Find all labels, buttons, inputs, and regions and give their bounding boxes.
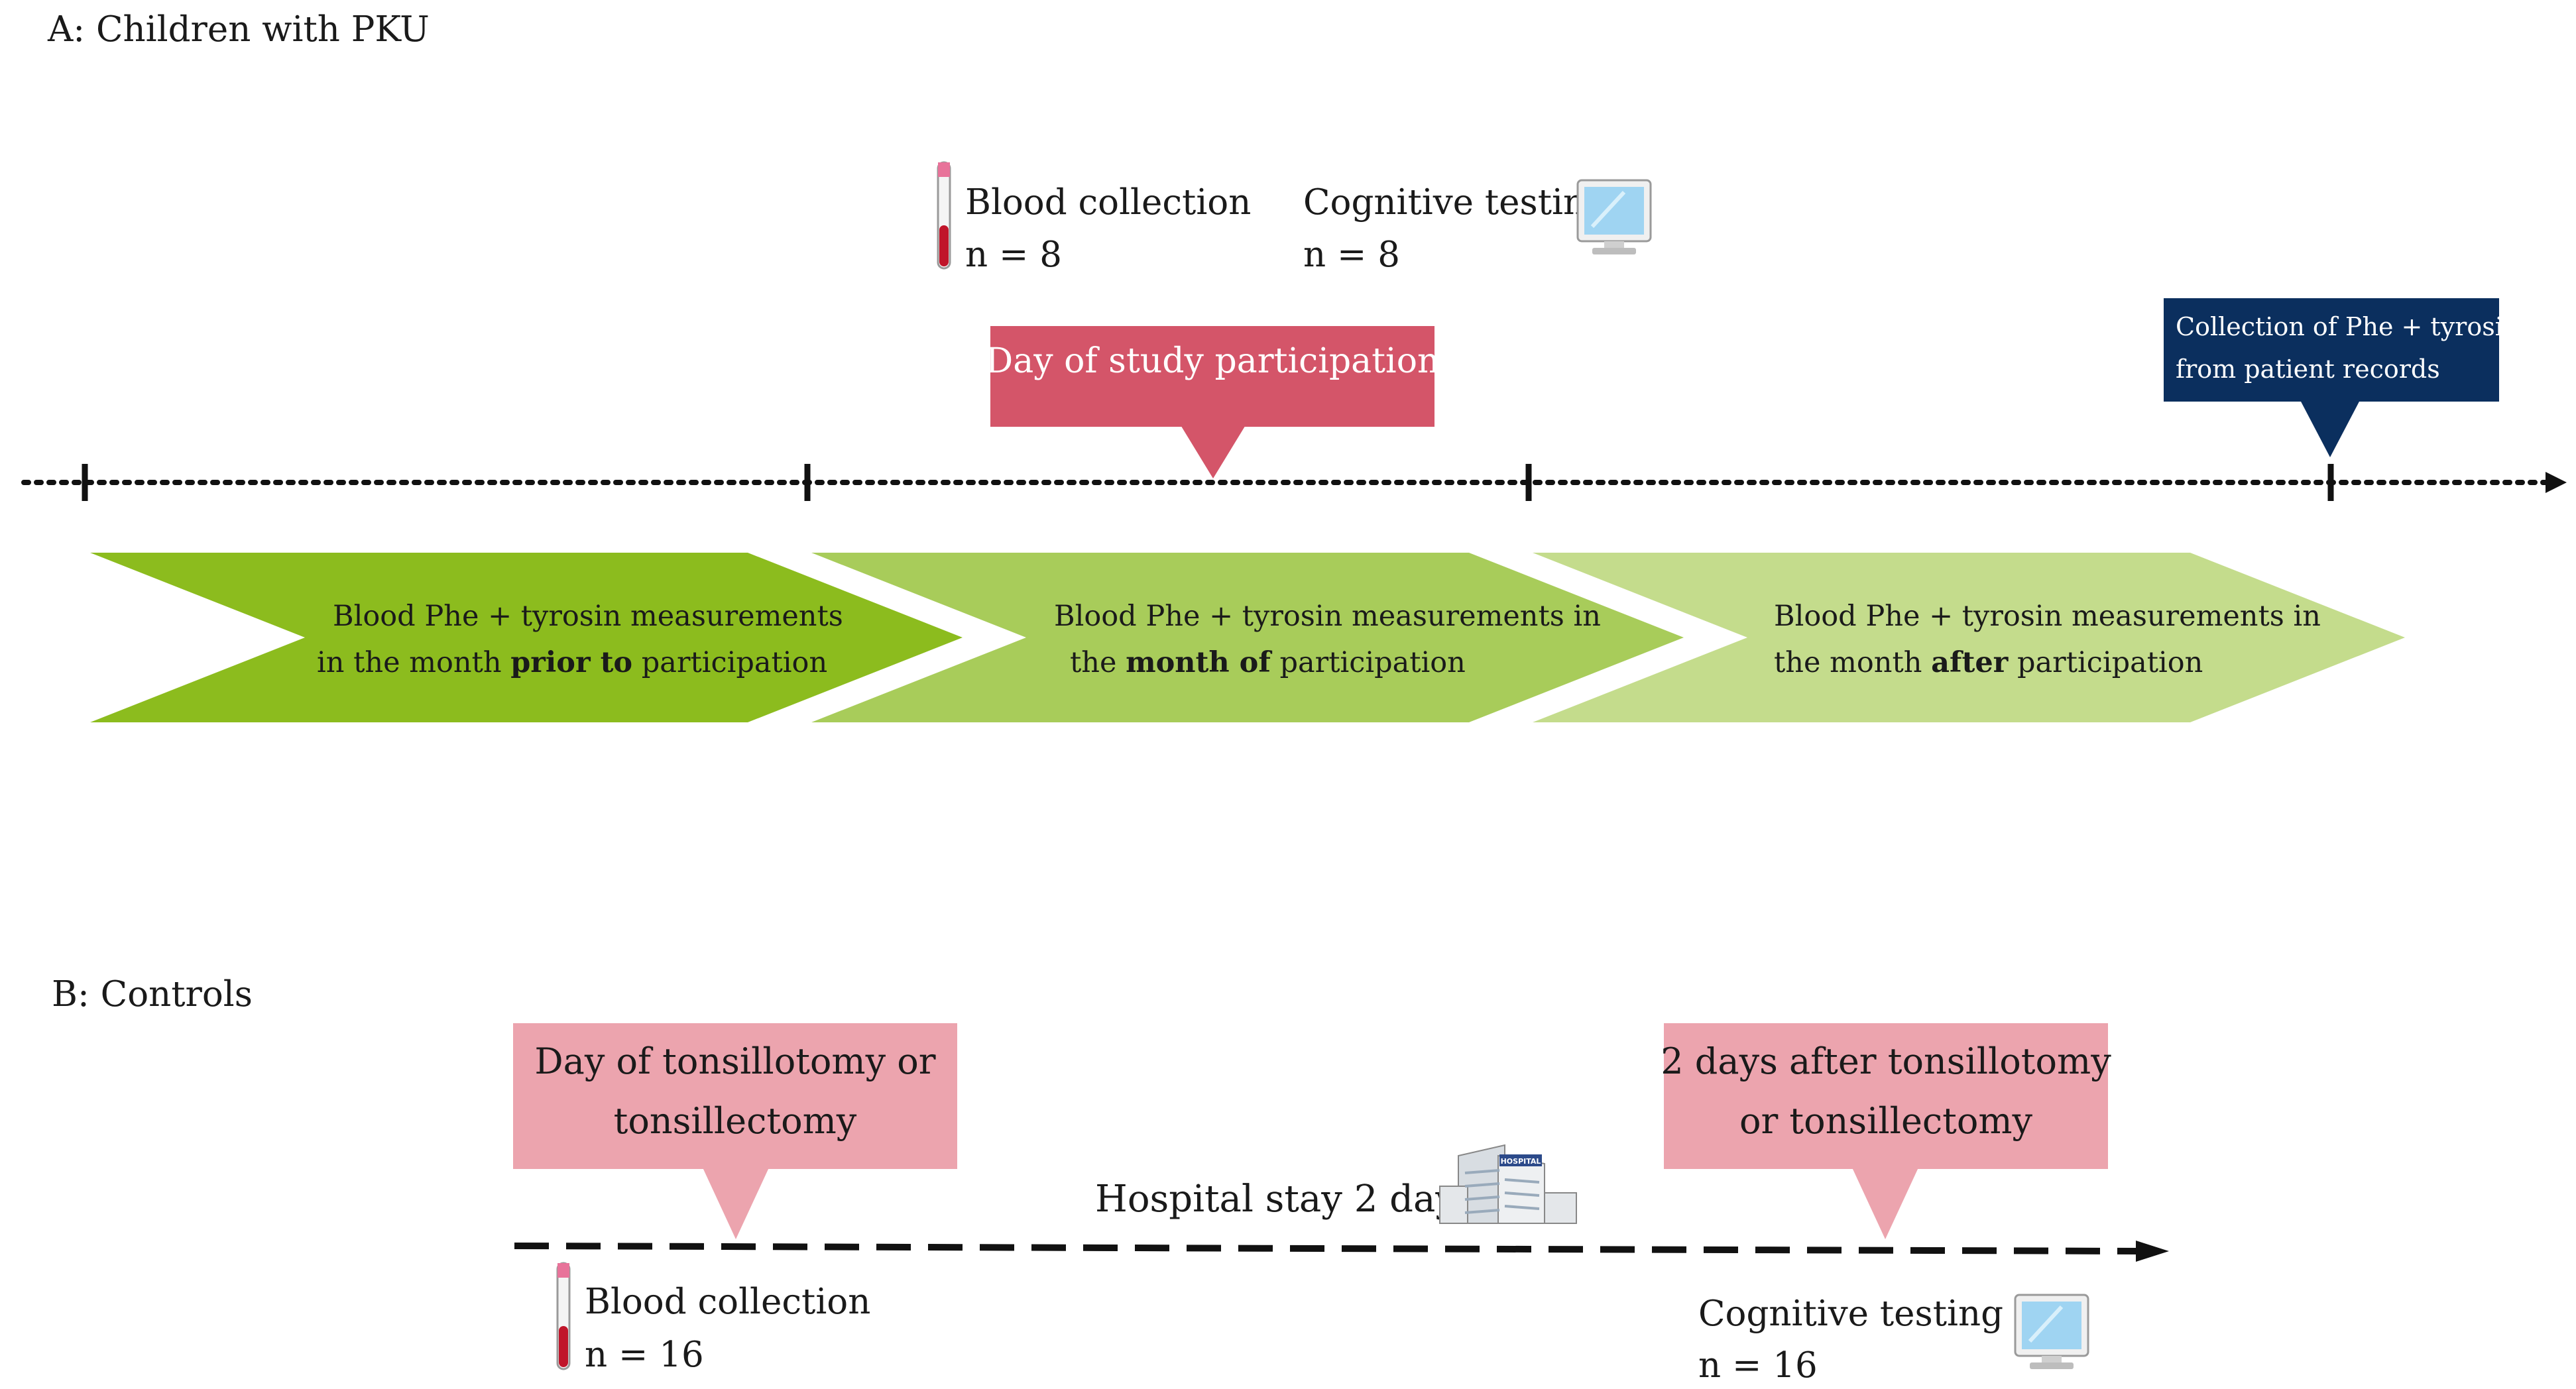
- panel-a-title: A: Children with PKU: [47, 9, 430, 50]
- computer-monitor-icon: [1578, 180, 1651, 254]
- surgery-day-line2: tonsillectomy: [614, 1100, 857, 1142]
- records-callout: Collection of Phe + tyrosin from patient…: [2164, 298, 2519, 457]
- phase-prior-line1: Blood Phe + tyrosin measurements: [333, 600, 843, 633]
- blood-tube-icon: [556, 1262, 571, 1370]
- surgery-day-line1: Day of tonsillotomy or: [534, 1040, 935, 1082]
- panel-a-timeline: [21, 464, 2567, 501]
- phase-month-of-line1: Blood Phe + tyrosin measurements in: [1054, 600, 1601, 633]
- panel-a-blood-label: Blood collection: [965, 182, 1251, 223]
- phase-month-of: Blood Phe + tyrosin measurements in the …: [811, 553, 1684, 722]
- study-day-callout: Day of study participation: [986, 326, 1440, 478]
- surgery-day-callout: Day of tonsillotomy or tonsillectomy: [513, 1023, 957, 1239]
- phase-month-of-line2: the month of participation: [1070, 646, 1466, 679]
- panel-b-blood-n: n = 16: [585, 1335, 704, 1375]
- panel-b-timeline: [514, 1241, 2169, 1262]
- hospital-stay-label: Hospital stay 2 days: [1095, 1178, 1476, 1221]
- hospital-building-icon: HOSPITAL: [1439, 1144, 1577, 1224]
- panel-a-blood-n: n = 8: [965, 235, 1062, 275]
- phase-prior: Blood Phe + tyrosin measurements in the …: [90, 553, 963, 722]
- panel-b-blood-label: Blood collection: [585, 1282, 870, 1322]
- panel-a-cognitive-n: n = 8: [1303, 235, 1400, 275]
- records-callout-line2: from patient records: [2176, 355, 2440, 384]
- phase-prior-line2: in the month prior to participation: [317, 646, 827, 679]
- computer-monitor-icon: [2015, 1295, 2088, 1369]
- hospital-sign: HOSPITAL: [1501, 1157, 1541, 1166]
- study-day-callout-text: Day of study participation: [986, 341, 1440, 381]
- phase-after-line1: Blood Phe + tyrosin measurements in: [1774, 600, 2321, 633]
- panel-a-cognitive-label: Cognitive testing: [1303, 182, 1608, 223]
- phase-after: Blood Phe + tyrosin measurements in the …: [1533, 553, 2405, 722]
- records-callout-line1: Collection of Phe + tyrosin: [2176, 312, 2519, 341]
- panel-b-cognitive-n: n = 16: [1698, 1345, 1818, 1386]
- blood-tube-icon: [937, 161, 951, 270]
- panel-b-cognitive-label: Cognitive testing: [1698, 1294, 2003, 1334]
- after-surgery-callout: 2 days after tonsillotomy or tonsillecto…: [1661, 1023, 2111, 1239]
- after-surgery-line2: or tonsillectomy: [1739, 1100, 2033, 1142]
- after-surgery-line1: 2 days after tonsillotomy: [1661, 1040, 2111, 1082]
- panel-b-title: B: Controls: [52, 974, 253, 1015]
- phase-after-line2: the month after participation: [1774, 646, 2203, 679]
